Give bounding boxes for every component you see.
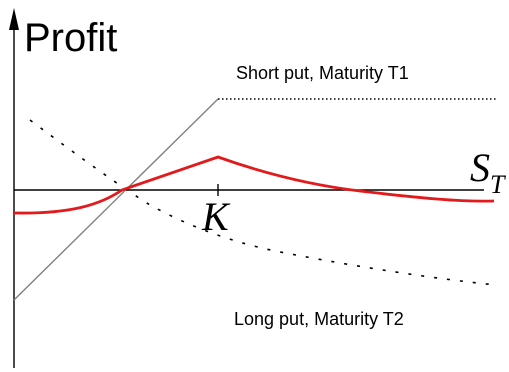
x-axis-label: ST: [470, 145, 504, 198]
strike-label: K: [202, 194, 229, 239]
short-put-label: Short put, Maturity T1: [236, 63, 409, 83]
long-put-label: Long put, Maturity T2: [234, 309, 404, 329]
axes: [9, 8, 484, 368]
x-axis-subscript: T: [490, 170, 505, 199]
combined-profit-curve: [13, 155, 495, 215]
x-axis-var: S: [470, 145, 490, 190]
y-axis-arrow: [9, 8, 19, 30]
short-put-diagonal: [13, 98, 219, 301]
y-axis-label: Profit: [24, 16, 118, 60]
curves: [13, 98, 497, 301]
